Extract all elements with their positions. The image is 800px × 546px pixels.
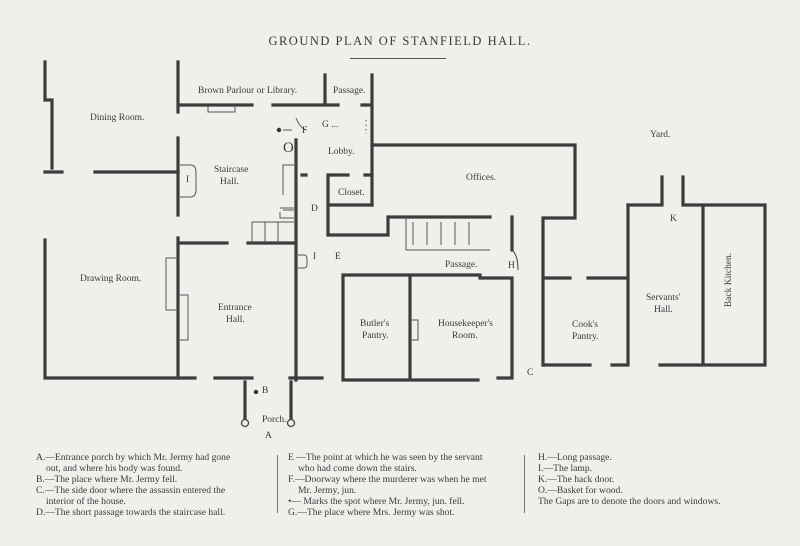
marker-c: C [527,368,534,378]
area-porch: Porch. [262,415,287,425]
marker-k: K [670,214,677,224]
lamp-recess [180,164,197,198]
wall [43,60,54,170]
legend-line: who had come down the stairs. [298,463,417,474]
legend-column-2: E —The point at which he was seen by the… [288,452,487,518]
marker-h: H [508,261,515,271]
doorway-f [295,117,307,131]
legend-line: D.—The short passage towards the stairca… [36,507,226,518]
room-cooks-pantry-2: Pantry. [572,332,599,342]
legend-line: I.—The lamp. [538,463,593,474]
room-passage-top: Passage. [333,86,366,96]
staircase [251,164,296,243]
room-drawing-room: Drawing Room. [80,274,142,284]
legend-line: O.—Basket for wood. [538,485,623,496]
wall [178,73,374,207]
marker-i-lamp: I [313,252,317,262]
marker-d: D [311,204,318,214]
drawing-room-bay [165,257,189,341]
porch-post [240,418,250,428]
area-yard: Yard. [650,130,671,140]
room-dining-room: Dining Room. [90,113,145,123]
room-staircase-hall-1: Staircase [214,165,249,175]
room-entrance-hall-2: Hall. [226,315,245,325]
legend-line: K.—The hack door. [538,474,615,485]
legend-column-3: H.—Long passage. I.—The lamp. K.—The hac… [538,452,721,507]
room-entrance-hall-1: Entrance [218,303,252,313]
room-back-kitchen: Back Kitchen. [724,252,735,308]
room-cooks-pantry-1: Cook's [572,320,598,330]
wall [341,273,482,382]
room-closet: Closet. [338,188,365,198]
marker-a: A [265,431,272,441]
marker-o-basket: O [283,140,294,156]
wall [541,203,630,367]
legend-column-1: A.—Entrance porch by which Mr. Jermy had… [36,452,230,518]
main-stairs [405,218,490,251]
wall [626,175,767,367]
legend-line: out, and where his body was found. [46,463,183,474]
legend-divider [277,455,278,513]
legend-line: B.—The place where Mr. Jermy fell. [36,474,178,485]
pantry-recess [410,319,419,341]
legend-line: A.—Entrance porch by which Mr. Jermy had… [36,452,231,463]
porch-post [286,418,296,428]
room-brown-parlour: Brown Parlour or Library. [198,86,298,96]
legend-line: G.—The place where Mrs. Jermy was shot. [288,507,455,518]
marker-f: F [302,126,308,136]
room-offices: Offices. [466,173,497,183]
room-passage-long: Passage. [445,260,478,270]
page-title: GROUND PLAN OF STANFIELD HALL. [268,34,532,48]
room-servants-hall-1: Servants' [646,293,681,303]
room-servants-hall-2: Hall. [654,305,673,315]
stair-right-rail [511,249,519,271]
wall [478,276,514,380]
marker-b: B [262,386,269,396]
wall [43,238,324,380]
legend-line: E —The point at which he was seen by the… [288,452,483,463]
legend-line: The Gaps are to denote the doors and win… [538,496,721,507]
legend-divider [524,455,525,513]
jermy-jun-fell-spot [276,127,282,133]
room-butlers-pantry-2: Pantry. [362,331,389,341]
room-butlers-pantry-1: Butler's [360,319,390,329]
window-bay [207,106,236,113]
room-lobby: Lobby. [328,147,355,157]
legend-line: •— Marks the spot where Mr. Jermy, jun. … [288,496,465,507]
legend-line: H.—Long passage. [538,452,612,463]
wall [541,216,630,367]
room-housekeepers-room-1: Housekeeper's [438,319,493,329]
marker-g: G ... [322,120,339,130]
marker-i-lamp: I [186,175,190,185]
title-underline [350,58,446,59]
lamp-recess [298,254,308,269]
legend-line: Mr. Jermy, jun. [298,485,357,496]
legend-line: C.—The side door where the assassin ente… [36,485,226,496]
room-housekeepers-room-2: Room. [452,331,478,341]
room-staircase-hall-2: Hall. [220,177,239,187]
wall [370,143,577,217]
marker-e: E [335,252,341,262]
legend-line: interior of the house. [46,496,126,507]
wall [243,380,293,420]
jermy-fell-spot [253,389,259,395]
legend-line: F.—Doorway where the murderer was when h… [288,474,487,485]
wall [326,173,492,237]
